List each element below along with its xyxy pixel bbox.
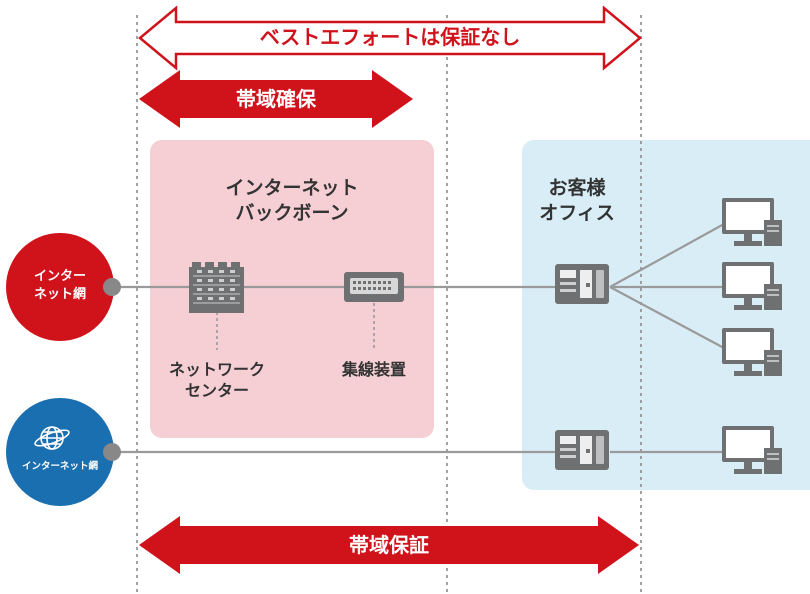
router-icon-bottom	[555, 430, 609, 470]
customer-title-line1: お客様	[548, 177, 606, 199]
network-center-label: ネットワーク センター	[152, 360, 282, 402]
best-effort-label: ベストエフォートは保証なし	[259, 25, 521, 49]
globe-icon	[34, 426, 70, 450]
internet-source-label-blue: インターネット網	[21, 461, 98, 472]
best-effort-arrow	[138, 5, 642, 71]
pc-icon-1	[722, 198, 782, 246]
top-endpoint-dot	[103, 278, 121, 296]
backbone-zone-title: インターネット バックボーン	[185, 176, 399, 225]
node-drop-lines	[216, 303, 375, 350]
customer-zone-title: お客様 オフィス	[512, 176, 642, 225]
backbone-title-line2: バックボーン	[235, 201, 349, 224]
pc-icon-2	[722, 262, 782, 310]
branch-line-3	[609, 286, 725, 349]
network-center-line1: ネットワーク	[168, 360, 265, 379]
network-switch-icon	[344, 272, 404, 302]
internet-source-circle	[6, 233, 114, 341]
pc-icon-3	[722, 328, 782, 376]
backbone-zone	[150, 140, 434, 438]
bottom-endpoint-dot	[103, 443, 121, 461]
backbone-title-line1: インターネット	[225, 177, 359, 199]
pc-icon-4	[722, 426, 782, 474]
bandwidth-reserved-label: 帯域確保	[236, 87, 316, 111]
aggregation-label: 集線装置	[341, 360, 406, 379]
internet-source-label: インター ネット網	[10, 268, 110, 303]
connections	[112, 223, 725, 454]
customer-title-line2: オフィス	[539, 201, 615, 224]
server-rack-icon	[189, 262, 244, 313]
internet-source-line1: インター	[33, 269, 86, 284]
internet-source-circle-blue	[6, 398, 114, 506]
router-icon	[555, 264, 609, 304]
network-center-line2: センター	[184, 380, 249, 400]
bandwidth-guaranteed-label: 帯域保証	[349, 533, 429, 557]
branch-line-1	[609, 223, 725, 288]
bandwidth-reserved-arrow	[139, 70, 413, 128]
bandwidth-guaranteed-arrow	[139, 516, 639, 574]
internet-source-line2: ネット網	[33, 286, 86, 302]
